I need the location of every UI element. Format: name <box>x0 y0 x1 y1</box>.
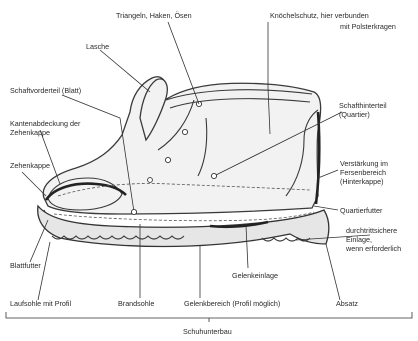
label-kantenabdeckung-2: Zehenkappe <box>10 128 50 137</box>
label-absatz: Absatz <box>336 299 358 308</box>
undercarriage-bracket <box>6 312 412 322</box>
label-laufsohle: Laufsohle mit Profil <box>10 299 72 308</box>
label-durchtrittsichere-3: wenn erforderlich <box>345 244 401 253</box>
label-brandsohle: Brandsohle <box>118 299 154 308</box>
eyelet-4 <box>148 178 153 183</box>
label-durchtrittsichere-1: durchtrittsichere <box>346 226 397 235</box>
boot-upper <box>43 77 320 214</box>
label-verstaerkung-2: Fersenbereich <box>340 168 386 177</box>
label-blattfutter: Blattfutter <box>10 261 41 270</box>
label-schafthinterteil-2: (Quartier) <box>339 110 370 119</box>
boot-illustration <box>38 77 329 247</box>
label-triangeln: Triangeln, Haken, Ösen <box>116 11 192 20</box>
label-quartierfutter: Quartierfutter <box>340 206 383 215</box>
label-durchtrittsichere-2: Einlage, <box>346 235 372 244</box>
label-verstaerkung-3: (Hinterkappe) <box>340 177 384 186</box>
label-knoechelschutz-1: Knöchelschutz, hier verbunden <box>270 11 369 20</box>
eyelet-2 <box>182 129 187 134</box>
label-gelenkeinlage: Gelenkeinlage <box>232 271 278 280</box>
label-gelenkbereich: Gelenkbereich (Profil möglich) <box>184 299 280 308</box>
label-schafthinterteil-1: Schafthinterteil <box>339 101 387 110</box>
label-verstaerkung-1: Verstärkung im <box>340 159 388 168</box>
label-lasche: Lasche <box>86 42 109 51</box>
label-zehenkappe: Zehenkappe <box>10 161 50 170</box>
label-schuhunterbau: Schuhunterbau <box>183 327 232 336</box>
label-knoechelschutz-2: mit Polsterkragen <box>340 22 396 31</box>
label-schaftvorderteil: Schaftvorderteil (Blatt) <box>10 86 81 95</box>
label-kantenabdeckung-1: Kantenabdeckung der <box>10 119 81 128</box>
eyelet-3 <box>165 157 170 162</box>
